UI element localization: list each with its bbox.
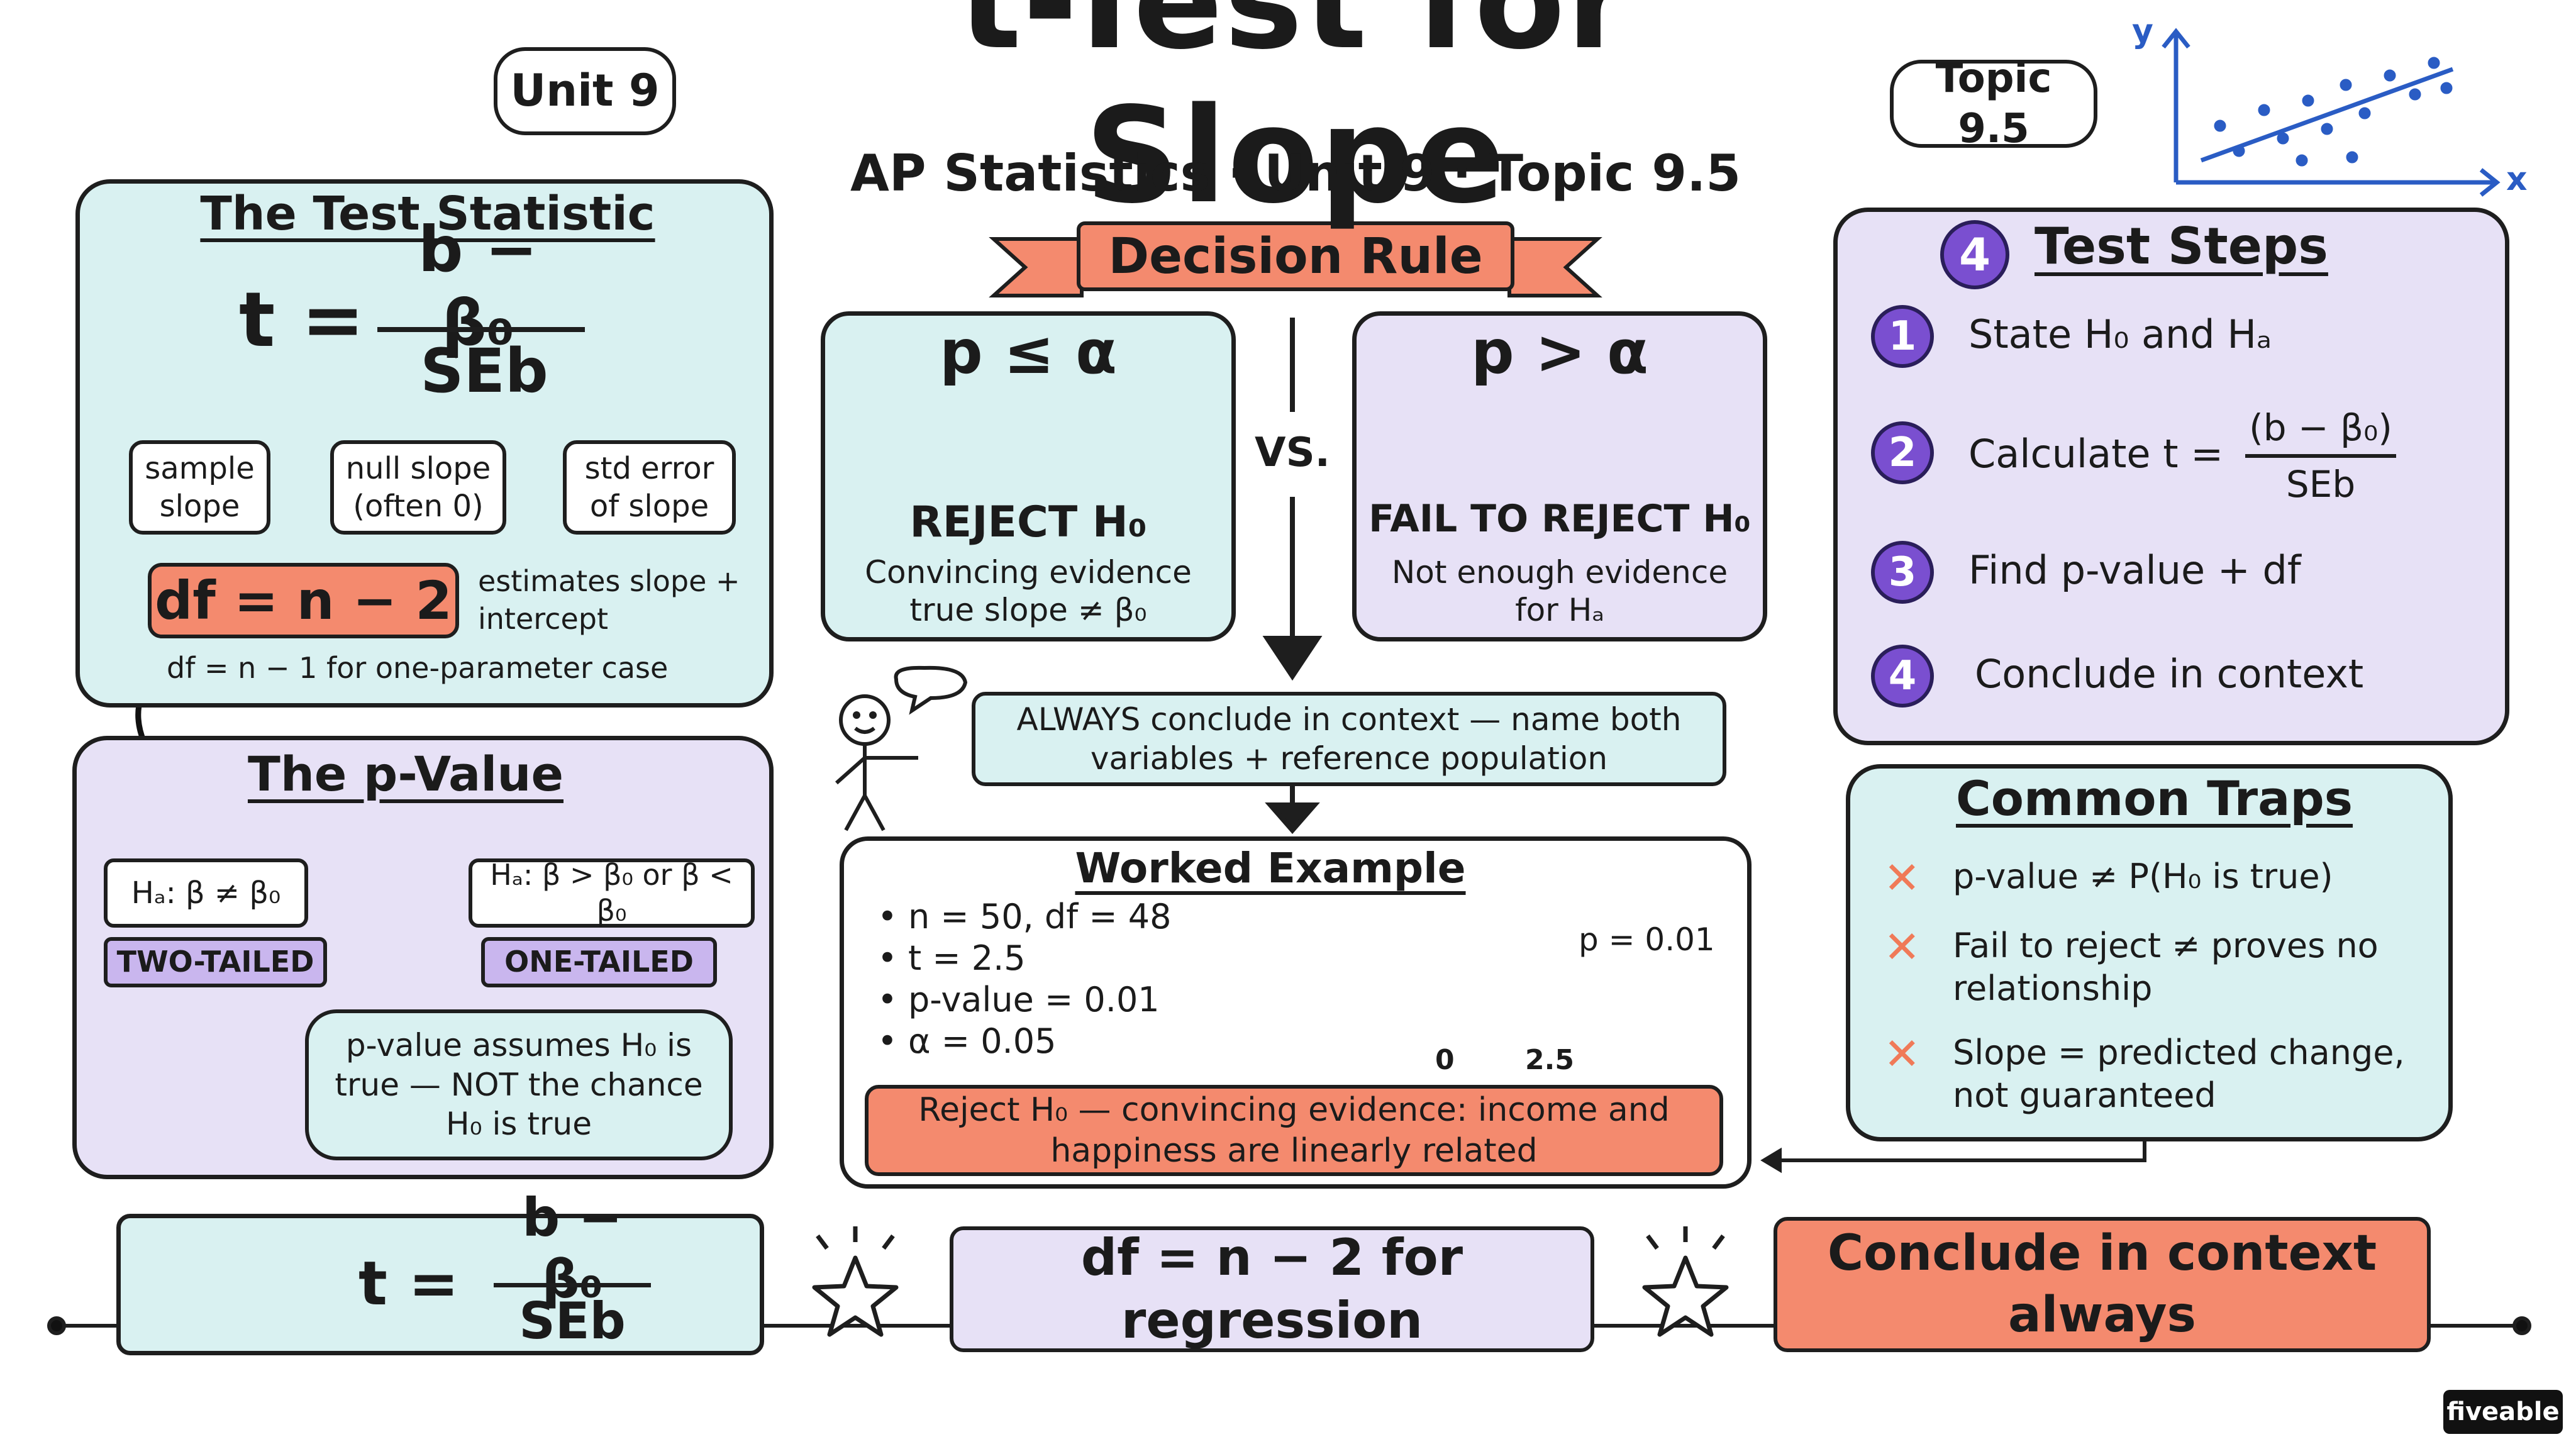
p-value-warning-bubble: p-value assumes H₀ is true — NOT the cha…: [305, 1009, 733, 1160]
footer-formula-bar: [494, 1283, 651, 1287]
test-statistic-title: The Test Statistic: [200, 187, 655, 241]
df-box: df = n − 2: [148, 563, 459, 638]
steps-badge: 4: [1940, 220, 2009, 289]
formula-lhs: t =: [239, 277, 365, 364]
trap-item: Slope = predicted change, not guaranteed: [1953, 1033, 2405, 1115]
step-number: 4: [1871, 645, 1934, 708]
formula-bar: [377, 327, 585, 332]
decision-divider: [1262, 318, 1323, 835]
scatter-y-label: y: [2132, 13, 2153, 50]
reject-title: REJECT H₀: [909, 497, 1147, 547]
bullet-item: • p-value = 0.01: [877, 980, 1160, 1019]
common-traps-title: Common Traps: [1956, 770, 2353, 826]
p-value-annotation: p = 0.01: [1579, 921, 1715, 958]
tick-t-value: 2.5: [1525, 1044, 1574, 1076]
step-number: 2: [1871, 421, 1934, 484]
two-tailed-hypothesis: Hₐ: β ≠ β₀: [104, 858, 308, 928]
step-number: 3: [1871, 541, 1934, 604]
cross-icon: ✕: [1884, 852, 1921, 904]
step-text: Find p-value + df: [1968, 547, 2301, 593]
reject-box: [821, 311, 1236, 641]
scatter-x-label: x: [2506, 160, 2528, 198]
page-title: t-Test for Slope: [958, 0, 1633, 233]
cross-icon: ✕: [1884, 1028, 1921, 1080]
test-steps-title: Test Steps: [2035, 217, 2328, 275]
df-note: estimates slope + intercept: [478, 564, 740, 636]
bullet-item: • n = 50, df = 48: [877, 897, 1172, 936]
p-value-title: The p-Value: [247, 745, 564, 802]
cross-icon: ✕: [1884, 921, 1921, 973]
footer-df-box: df = n − 2 for regression: [950, 1226, 1594, 1352]
formula-numerator: b − β₀: [418, 213, 538, 360]
step-fraction-bar: [2245, 454, 2396, 458]
bullet-item: • t = 2.5: [877, 938, 1026, 978]
df-alt-note: df = n − 1 for one-parameter case: [167, 651, 669, 685]
label-null-slope: null slope (often 0): [330, 440, 506, 535]
footer-context-box: Conclude in context always: [1774, 1217, 2431, 1352]
decision-banner-text: Decision Rule: [1108, 228, 1483, 285]
common-traps-panel: [1846, 764, 2453, 1141]
footer-formula-den: SEb: [519, 1291, 626, 1350]
fail-condition: p > α: [1471, 317, 1648, 387]
traps-connector: [1760, 1141, 2146, 1174]
page-subtitle: AP Statistics · Unit 9 · Topic 9.5: [850, 143, 1741, 203]
footer-formula-box: [116, 1214, 764, 1355]
topic-badge: Topic 9.5: [1890, 55, 2097, 152]
reject-description: Convincing evidence true slope ≠ β₀: [865, 554, 1192, 628]
label-std-error: std error of slope: [563, 440, 736, 535]
worked-example-conclusion: Reject H₀ — convincing evidence: income …: [865, 1085, 1723, 1176]
step-fraction-den: SEb: [2285, 463, 2356, 506]
label-sample-slope: sample slope: [129, 440, 270, 535]
formula-denominator: SEb: [420, 336, 548, 406]
step-fraction-num: (b − β₀): [2249, 406, 2392, 449]
fail-title: FAIL TO REJECT H₀: [1368, 497, 1751, 541]
reject-condition: p ≤ α: [940, 317, 1117, 387]
unit-badge: Unit 9: [494, 47, 676, 135]
footer-formula-num: b − β₀: [522, 1187, 623, 1310]
one-tailed-tag: ONE-TAILED: [481, 937, 717, 987]
stick-figure-icon: [835, 665, 968, 831]
fail-box: [1352, 311, 1767, 641]
step-number: 1: [1871, 305, 1934, 368]
trap-item: Fail to reject ≠ proves no relationship: [1953, 926, 2379, 1008]
star-icon: [812, 1226, 899, 1337]
step-text: Conclude in context: [1975, 651, 2364, 697]
one-tailed-hypothesis: Hₐ: β > β₀ or β < β₀: [469, 858, 755, 928]
test-steps-panel: [1833, 208, 2509, 745]
footer-formula-lhs: t =: [358, 1248, 459, 1319]
scatter-plot-icon: [2162, 28, 2501, 197]
decision-ribbon: [989, 221, 1602, 297]
two-tailed-tag: TWO-TAILED: [104, 937, 327, 987]
step-text: Calculate t =: [1968, 431, 2224, 477]
trap-item: p-value ≠ P(H₀ is true): [1953, 857, 2333, 896]
step-text: State H₀ and Hₐ: [1968, 311, 2272, 357]
brand-logo: fiveable: [2443, 1390, 2563, 1434]
context-note: ALWAYS conclude in context — name both v…: [972, 692, 1726, 786]
fail-description: Not enough evidence for Hₐ: [1391, 554, 1728, 628]
worked-example-title: Worked Example: [1075, 843, 1466, 892]
bullet-item: • α = 0.05: [877, 1021, 1057, 1061]
vs-label: VS.: [1255, 430, 1330, 476]
worked-example-bullets: • n = 50, df = 48 • t = 2.5 • p-value = …: [877, 896, 1204, 1062]
star-icon: [1642, 1226, 1729, 1337]
tick-zero: 0: [1435, 1044, 1455, 1076]
